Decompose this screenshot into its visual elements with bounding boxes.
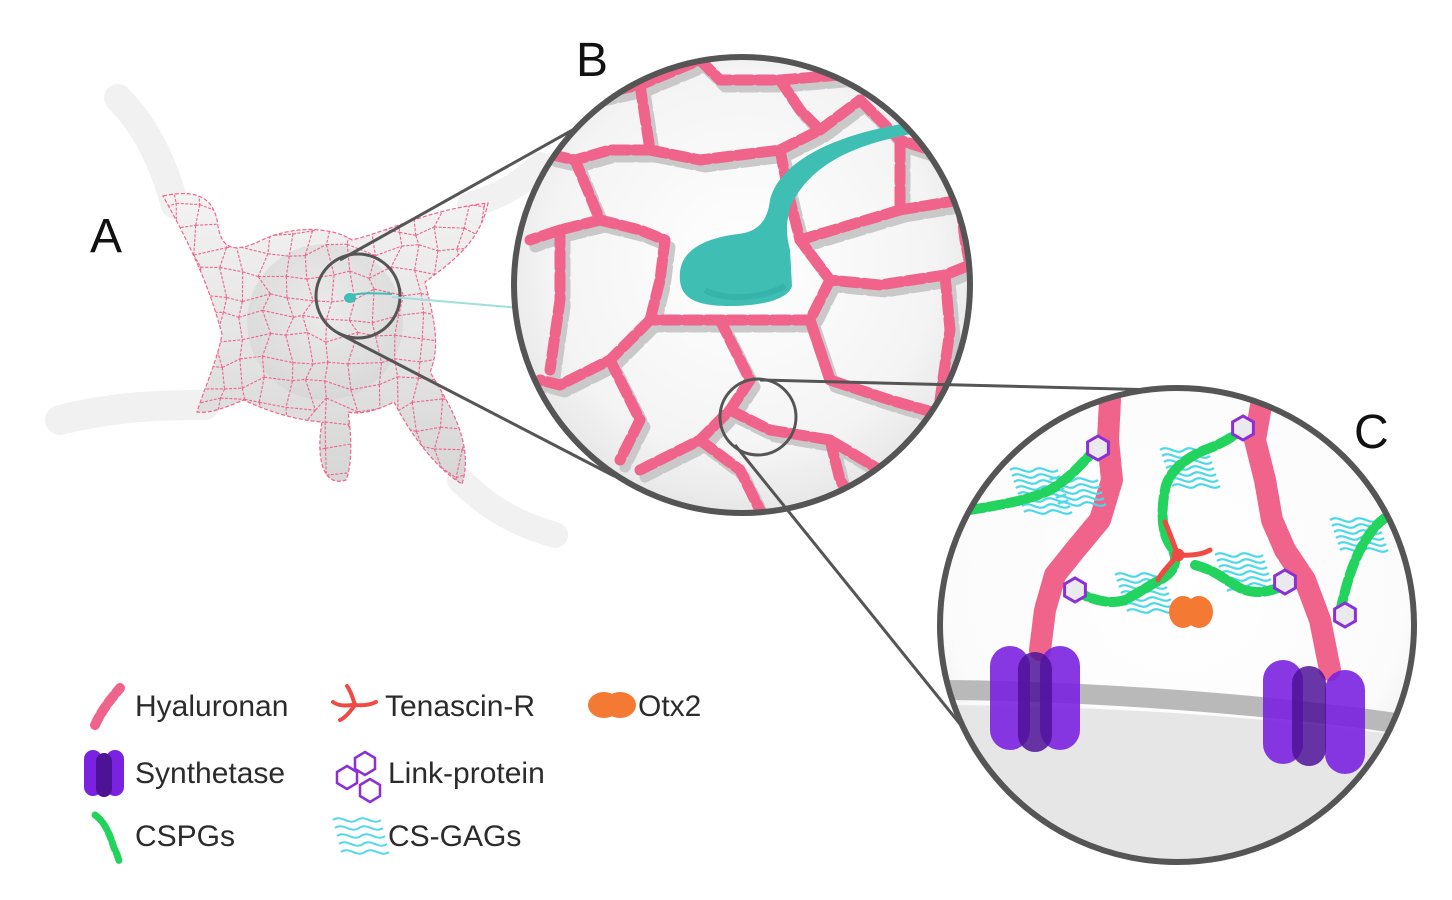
legend-item-hyaluronan: Hyaluronan — [90, 683, 288, 730]
otx2 — [1169, 596, 1213, 628]
legend-label: CSPGs — [135, 820, 235, 853]
otx2-icon — [588, 692, 636, 718]
zoom-lines-b-c — [733, 378, 1161, 756]
cs-gag-icon — [332, 817, 390, 855]
axon-terminal-mini — [344, 293, 356, 303]
panel-c-molecular — [937, 385, 1417, 865]
tenascin-icon — [331, 684, 378, 722]
legend-label: Synthetase — [135, 757, 285, 790]
zoom-circle-a — [314, 252, 402, 340]
tenascin-r — [1155, 519, 1213, 583]
legend-label: CS-GAGs — [388, 820, 521, 853]
panel-label-b: B — [576, 34, 608, 87]
hyaluronan-icon — [90, 683, 125, 730]
panel-a-neuron — [45, 84, 568, 548]
zoom-circle-b-inner — [718, 377, 798, 457]
axon-terminal — [679, 120, 930, 306]
legend-label: Hyaluronan — [135, 690, 288, 723]
legend-item-cspgs: CSPGs — [91, 811, 235, 866]
legend-item-link-protein: Link-protein — [335, 750, 545, 804]
panel-label-a: A — [90, 210, 122, 263]
synthetase-right — [1263, 660, 1365, 774]
synthetase-left — [990, 646, 1080, 752]
hyaluronan-strand-right — [1244, 389, 1341, 681]
zoom-circle-c — [937, 385, 1417, 865]
cspg-chains — [965, 425, 1390, 617]
link-proteins — [1063, 414, 1357, 629]
legend-item-tenascin-r: Tenascin-R — [331, 684, 535, 723]
zoom-lines-a-b — [337, 121, 615, 478]
legend-item-synthetase: Synthetase — [84, 750, 285, 797]
legend-item-cs-gags: CS-GAGs — [332, 817, 521, 855]
panel-b-zoom — [511, 54, 973, 516]
synthetase-icon — [84, 750, 124, 797]
cspg-icon — [91, 811, 124, 866]
legend-label: Link-protein — [388, 757, 545, 790]
legend: Hyaluronan Synthetase CSPGs — [84, 683, 701, 866]
zoom-circle-b — [511, 54, 973, 516]
legend-label: Tenascin-R — [385, 690, 535, 723]
legend-item-otx2: Otx2 — [588, 690, 701, 723]
legend-label: Otx2 — [638, 690, 701, 723]
panel-label-c: C — [1354, 406, 1389, 459]
link-protein-icon — [335, 750, 382, 804]
